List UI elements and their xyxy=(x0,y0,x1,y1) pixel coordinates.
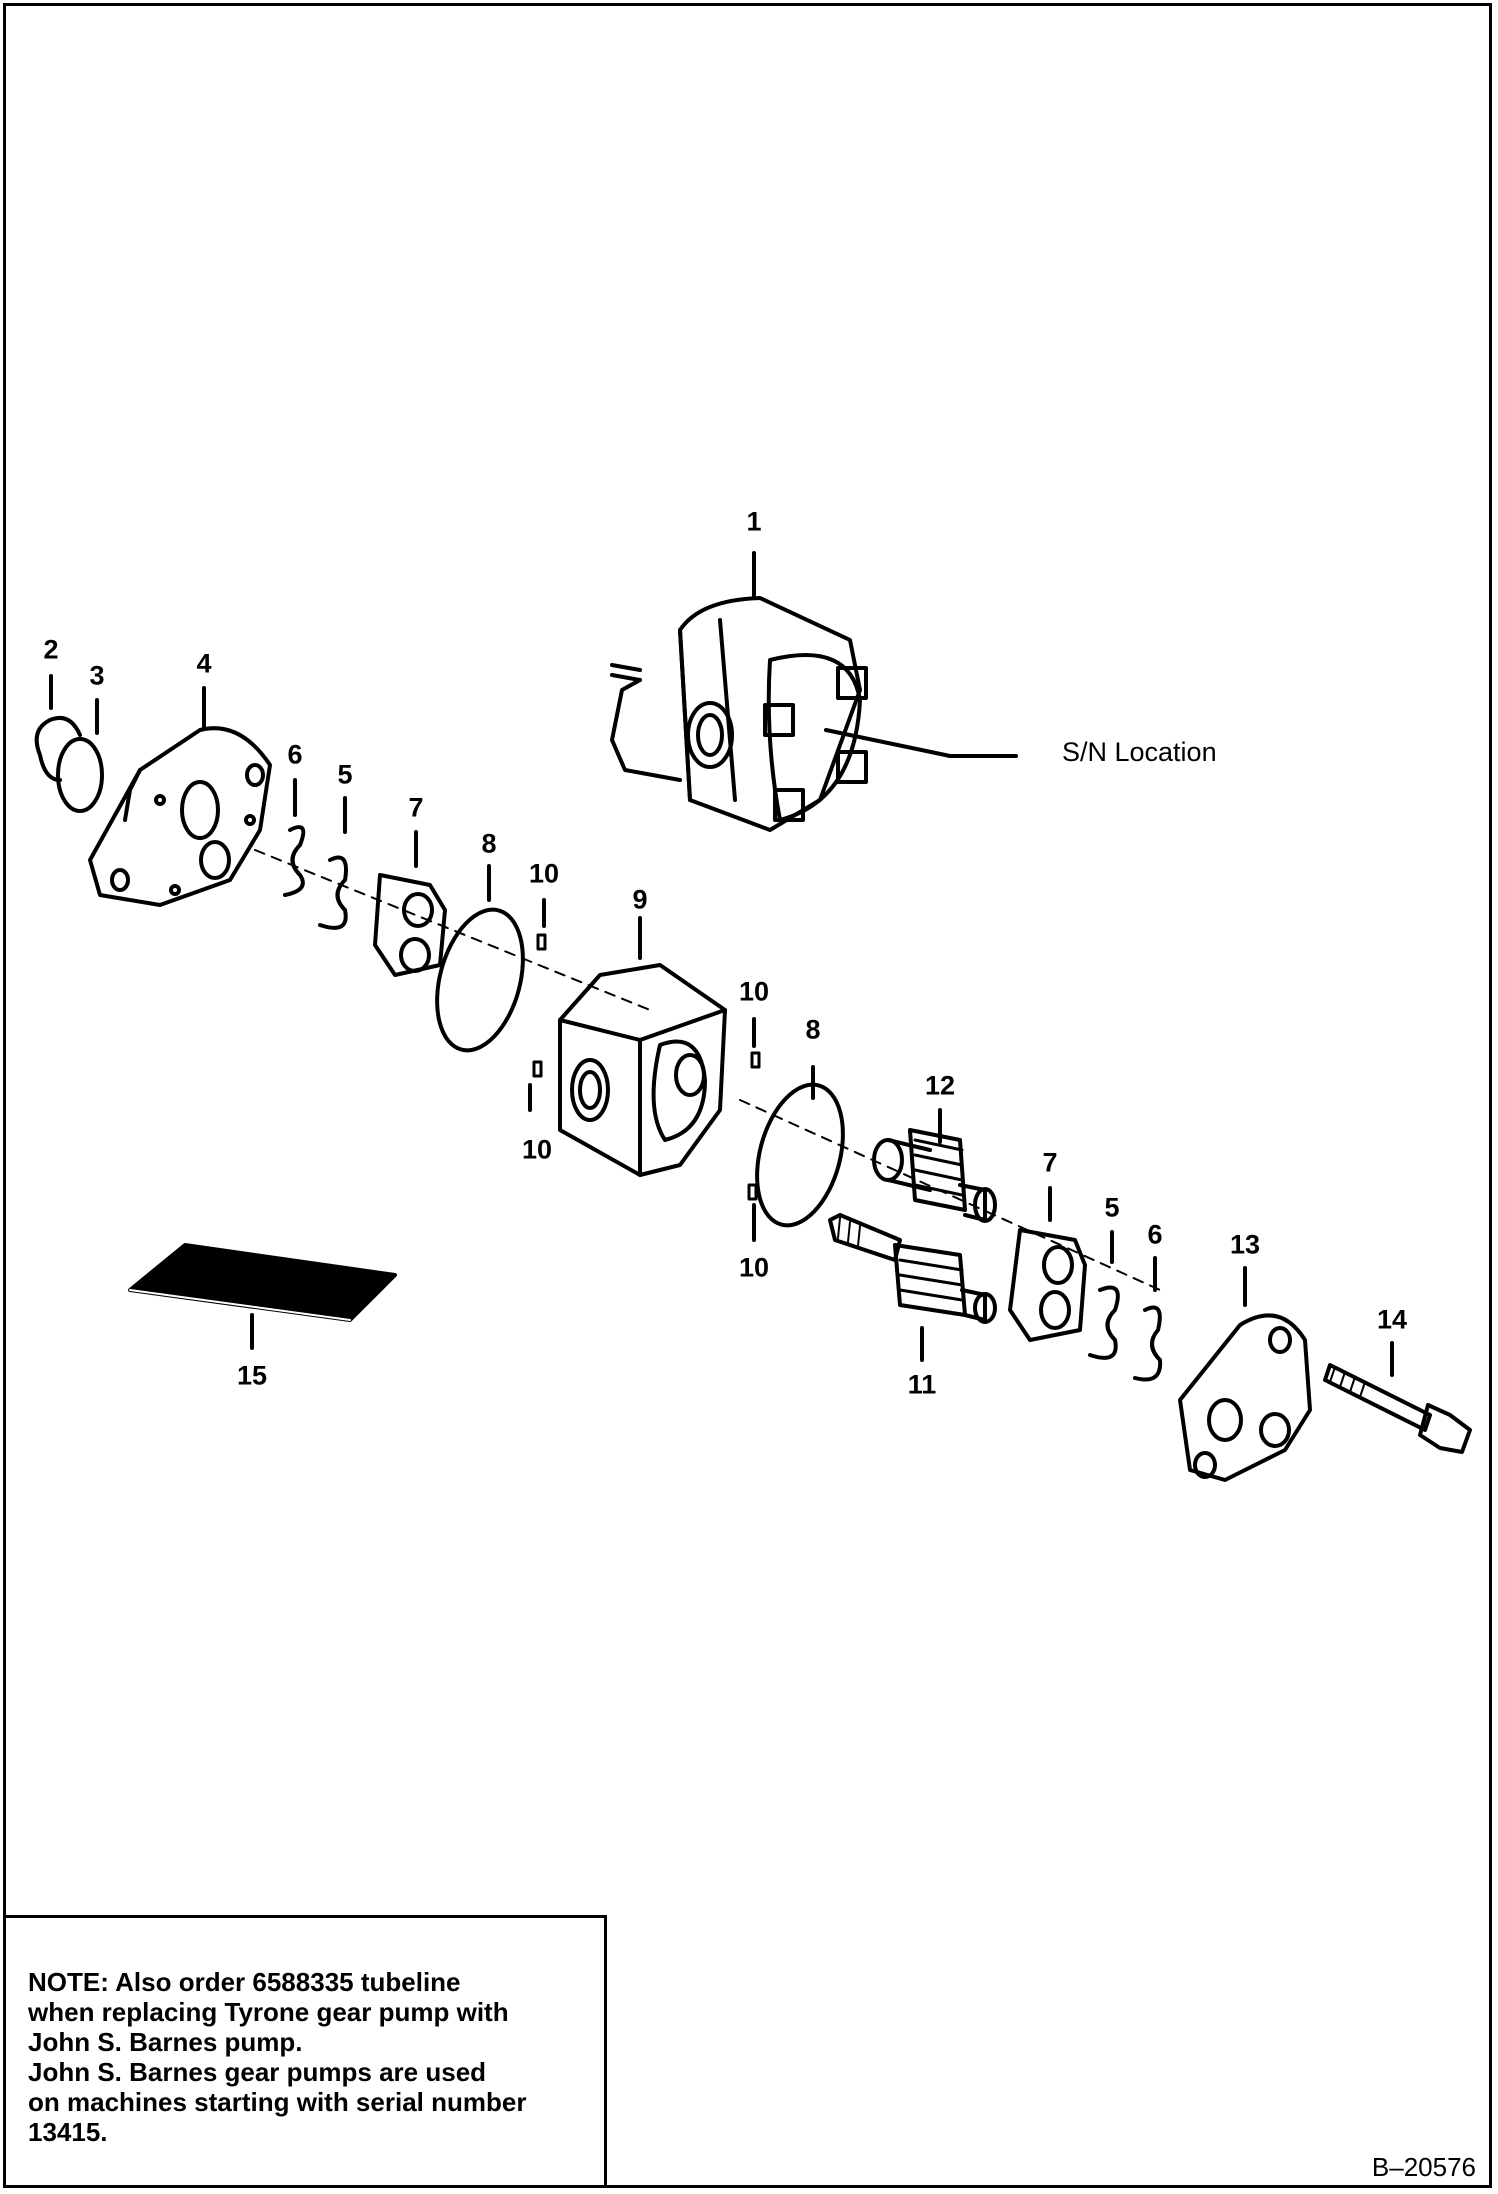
pump-body-9 xyxy=(558,963,727,1177)
alignment-axis xyxy=(254,849,1161,1291)
note-line: John S. Barnes pump. xyxy=(28,2027,303,2057)
note-line: NOTE: Also order 6588335 tubeline xyxy=(28,1967,461,1997)
callout-14: 14 xyxy=(1376,1304,1408,1335)
o-ring-8-left xyxy=(435,907,525,1053)
o-ring-8-right xyxy=(755,1082,845,1228)
callout-8-right: 8 xyxy=(805,1014,821,1045)
drive-gear-shaft-11 xyxy=(828,1213,997,1324)
callout-5-left: 5 xyxy=(337,759,353,790)
idler-gear-12 xyxy=(872,1128,997,1223)
callout-12: 12 xyxy=(924,1070,956,1101)
page-border xyxy=(3,3,1492,2188)
bolt-14 xyxy=(1323,1363,1472,1454)
callout-7-left: 7 xyxy=(408,792,424,823)
callout-8-left: 8 xyxy=(481,828,497,859)
callout-5-right: 5 xyxy=(1104,1192,1120,1223)
callout-10-right-bottom: 10 xyxy=(738,1252,770,1283)
callout-9: 9 xyxy=(632,884,648,915)
callout-13: 13 xyxy=(1229,1229,1261,1260)
callout-11: 11 xyxy=(907,1369,937,1400)
note-line: when replacing Tyrone gear pump with xyxy=(28,1997,509,2027)
dowel-pins xyxy=(532,933,761,1201)
note-line: John S. Barnes gear pumps are used xyxy=(28,2057,487,2087)
callout-10-right-top: 10 xyxy=(738,976,770,1007)
bearing-block-7-left xyxy=(373,873,447,977)
callout-1: 1 xyxy=(746,506,762,537)
seal-6-left xyxy=(283,825,306,897)
callout-7-right: 7 xyxy=(1042,1147,1058,1178)
note-box xyxy=(3,1915,607,2188)
assembled-gear-pump xyxy=(610,596,868,832)
seal-6-right xyxy=(1133,1305,1163,1382)
note-text: NOTE: Also order 6588335 tubeline when r… xyxy=(28,1967,598,2147)
drawing-number: B–20576 xyxy=(1371,2152,1476,2182)
mounting-flange-4 xyxy=(88,726,272,907)
seal-5-left xyxy=(318,855,348,930)
leader-lines xyxy=(49,551,1394,1377)
callout-3: 3 xyxy=(89,660,105,691)
callout-15: 15 xyxy=(236,1360,268,1391)
callout-4: 4 xyxy=(196,648,212,679)
callout-6-right: 6 xyxy=(1147,1219,1163,1250)
callout-6-left: 6 xyxy=(287,739,303,770)
serial-number-location-label: S/N Location xyxy=(1062,737,1217,767)
bearing-block-7-right xyxy=(1008,1228,1087,1342)
end-cover-13 xyxy=(1178,1313,1312,1482)
callout-10-left-bottom: 10 xyxy=(521,1134,553,1165)
callout-2: 2 xyxy=(43,634,59,665)
shim-pack-15 xyxy=(128,1243,397,1322)
note-line: 13415. xyxy=(28,2117,108,2147)
callout-10-top: 10 xyxy=(528,858,560,889)
note-line: on machines starting with serial number xyxy=(28,2087,527,2117)
seal-5-right xyxy=(1088,1285,1120,1360)
seal-ring-3 xyxy=(56,737,104,813)
